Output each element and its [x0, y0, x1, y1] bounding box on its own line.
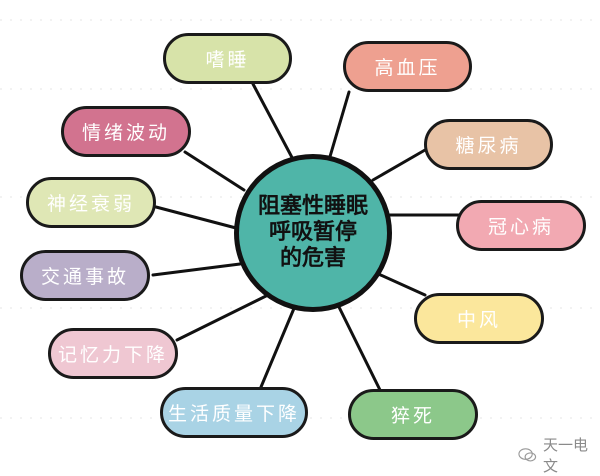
- node-label: 猝死: [390, 405, 435, 427]
- node-label: 生活质量下降: [167, 403, 300, 425]
- node-hypertension: 高血压: [343, 41, 472, 92]
- node-stroke: 中风: [414, 293, 544, 344]
- wechat-icon: [518, 448, 537, 462]
- center-title-line-3: 的危害: [279, 246, 346, 271]
- node-label: 高血压: [374, 57, 441, 79]
- center-title-line-2: 呼吸暂停: [268, 220, 357, 245]
- center-title-line-1: 阻塞性睡眠: [257, 194, 368, 219]
- node-neurasthenia: 神经衰弱: [26, 177, 156, 228]
- node-memory-decline: 记忆力下降: [48, 328, 178, 379]
- node-label: 中风: [456, 309, 501, 331]
- node-label: 嗜睡: [205, 49, 250, 71]
- center-topic: 阻塞性睡眠 呼吸暂停 的危害: [234, 154, 392, 312]
- node-coronary-heart-disease: 冠心病: [456, 200, 586, 251]
- node-traffic-accident: 交通事故: [20, 250, 150, 301]
- node-label: 神经衰弱: [46, 193, 135, 215]
- node-quality-of-life-decline: 生活质量下降: [160, 387, 308, 438]
- watermark: 天一电文: [518, 434, 600, 476]
- node-label: 记忆力下降: [57, 344, 168, 366]
- node-label: 交通事故: [40, 266, 129, 288]
- node-sudden-death: 猝死: [348, 389, 478, 440]
- node-mood-swings: 情绪波动: [61, 106, 191, 157]
- node-label: 冠心病: [487, 216, 554, 238]
- node-label: 糖尿病: [455, 135, 522, 157]
- node-somnolence: 嗜睡: [163, 33, 292, 84]
- watermark-text: 天一电文: [543, 436, 589, 475]
- node-diabetes: 糖尿病: [424, 119, 553, 170]
- node-label: 情绪波动: [81, 122, 170, 144]
